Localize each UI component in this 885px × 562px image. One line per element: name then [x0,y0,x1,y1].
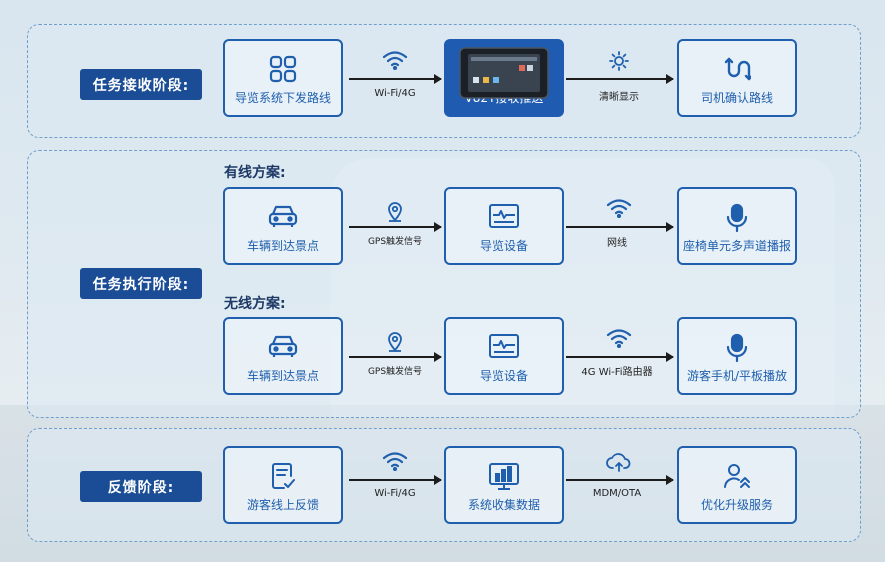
sun-icon [609,51,629,75]
wifi-icon [382,451,408,475]
box-label: 游客手机/平板播放 [686,369,788,383]
box-label: 优化升级服务 [700,498,773,512]
arrow-label: 4G Wi-Fi路由器 [581,367,653,378]
box-label: 游客线上反馈 [246,498,319,512]
box-route-dispatch: 导览系统下发路线 [223,39,343,117]
arrow-label: Wi-Fi/4G [374,488,416,499]
box-seat-broadcast: 座椅单元多声道播报 [677,187,797,265]
bar-chart-icon [488,462,520,496]
box-optimize-service: 优化升级服务 [677,446,797,524]
microphone-icon [726,203,748,237]
box-label: 导览设备 [479,369,528,383]
box-vehicle-arrive: 车辆到达景点 [223,317,343,395]
box-driver-confirm: 司机确认路线 [677,39,797,117]
tablet-device [459,47,549,103]
cloud-sync-icon [606,452,632,476]
arrow-label: MDM/OTA [592,488,642,499]
monitor-signal-icon [488,333,520,365]
box-label: 车辆到达景点 [246,239,319,253]
wifi-icon [606,328,632,352]
arrow-label: GPS触发信号 [367,237,423,247]
arrow-label: 清晰显示 [599,92,639,103]
box-label: 导览系统下发路线 [234,91,331,105]
car-icon [267,203,299,233]
grid-icon [269,55,297,87]
box-label: 司机确认路线 [700,91,773,105]
user-upgrade-icon [723,462,751,494]
wired-title: 有线方案: [224,165,286,181]
stage-feedback-label: 反馈阶段: [80,471,202,502]
box-phone-playback: 游客手机/平板播放 [677,317,797,395]
arrow [566,352,674,362]
microphone-icon [726,333,748,367]
wifi-icon [382,50,408,74]
box-vehicle-arrive: 车辆到达景点 [223,187,343,265]
box-v82t-device: V82T接收推送 [444,39,564,117]
box-guide-device: 导览设备 [444,187,564,265]
arrow-label: GPS触发信号 [367,367,423,377]
box-label: 系统收集数据 [467,498,540,512]
arrow [566,74,674,84]
stage-execute-label: 任务执行阶段: [80,268,202,299]
box-label: 导览设备 [479,239,528,253]
arrow [566,222,674,232]
route-icon [723,55,754,87]
arrow [566,475,674,485]
box-collect-data: 系统收集数据 [444,446,564,524]
car-icon [267,333,299,363]
monitor-signal-icon [488,203,520,235]
wifi-icon [606,198,632,222]
arrow-label: Wi-Fi/4G [374,88,416,99]
arrow [349,222,442,232]
arrow [349,74,442,84]
wireless-title: 无线方案: [224,296,286,312]
box-online-feedback: 游客线上反馈 [223,446,343,524]
feedback-form-icon [271,462,295,494]
arrow [349,475,442,485]
arrow-label: 网线 [607,238,627,249]
arrow [349,352,442,362]
location-pin-icon [386,330,404,356]
box-label: 车辆到达景点 [246,369,319,383]
location-pin-icon [386,200,404,226]
box-label: 座椅单元多声道播报 [682,239,791,253]
stage-receive-label: 任务接收阶段: [80,69,202,100]
box-guide-device: 导览设备 [444,317,564,395]
